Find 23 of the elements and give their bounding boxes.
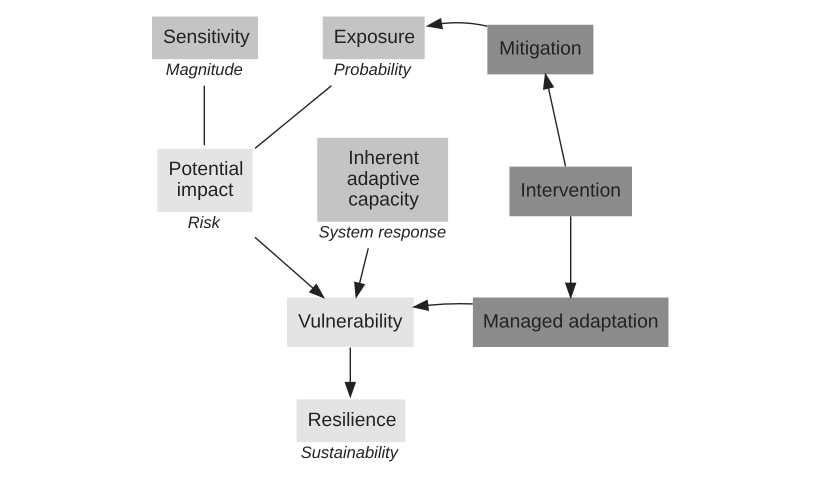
node-box: Vulnerability	[286, 297, 414, 348]
node-label: Risk	[187, 213, 220, 232]
node-box: Sensitivity	[151, 16, 258, 60]
arrow	[564, 216, 576, 300]
arrow	[344, 348, 356, 398]
node-box: Mitigation	[486, 24, 593, 74]
node-box: Intervention	[508, 166, 632, 216]
node-label: Sustainability	[300, 443, 398, 462]
node-box: Resilience	[296, 399, 405, 442]
node-box: Managed adaptation	[472, 297, 668, 348]
arrow	[542, 72, 566, 166]
node-label: Probability	[333, 60, 410, 80]
arrow	[411, 300, 472, 311]
node-box: Potential impact	[156, 148, 252, 212]
connector	[254, 85, 332, 149]
arrow	[254, 236, 325, 299]
node-box: Exposure	[322, 16, 424, 60]
arrow	[354, 248, 368, 299]
arrow	[425, 18, 487, 30]
node-box: Inherent adaptive capacity	[316, 138, 448, 222]
node-label: System response	[318, 222, 446, 242]
node-label: Magnitude	[165, 60, 242, 80]
connector	[203, 86, 204, 146]
